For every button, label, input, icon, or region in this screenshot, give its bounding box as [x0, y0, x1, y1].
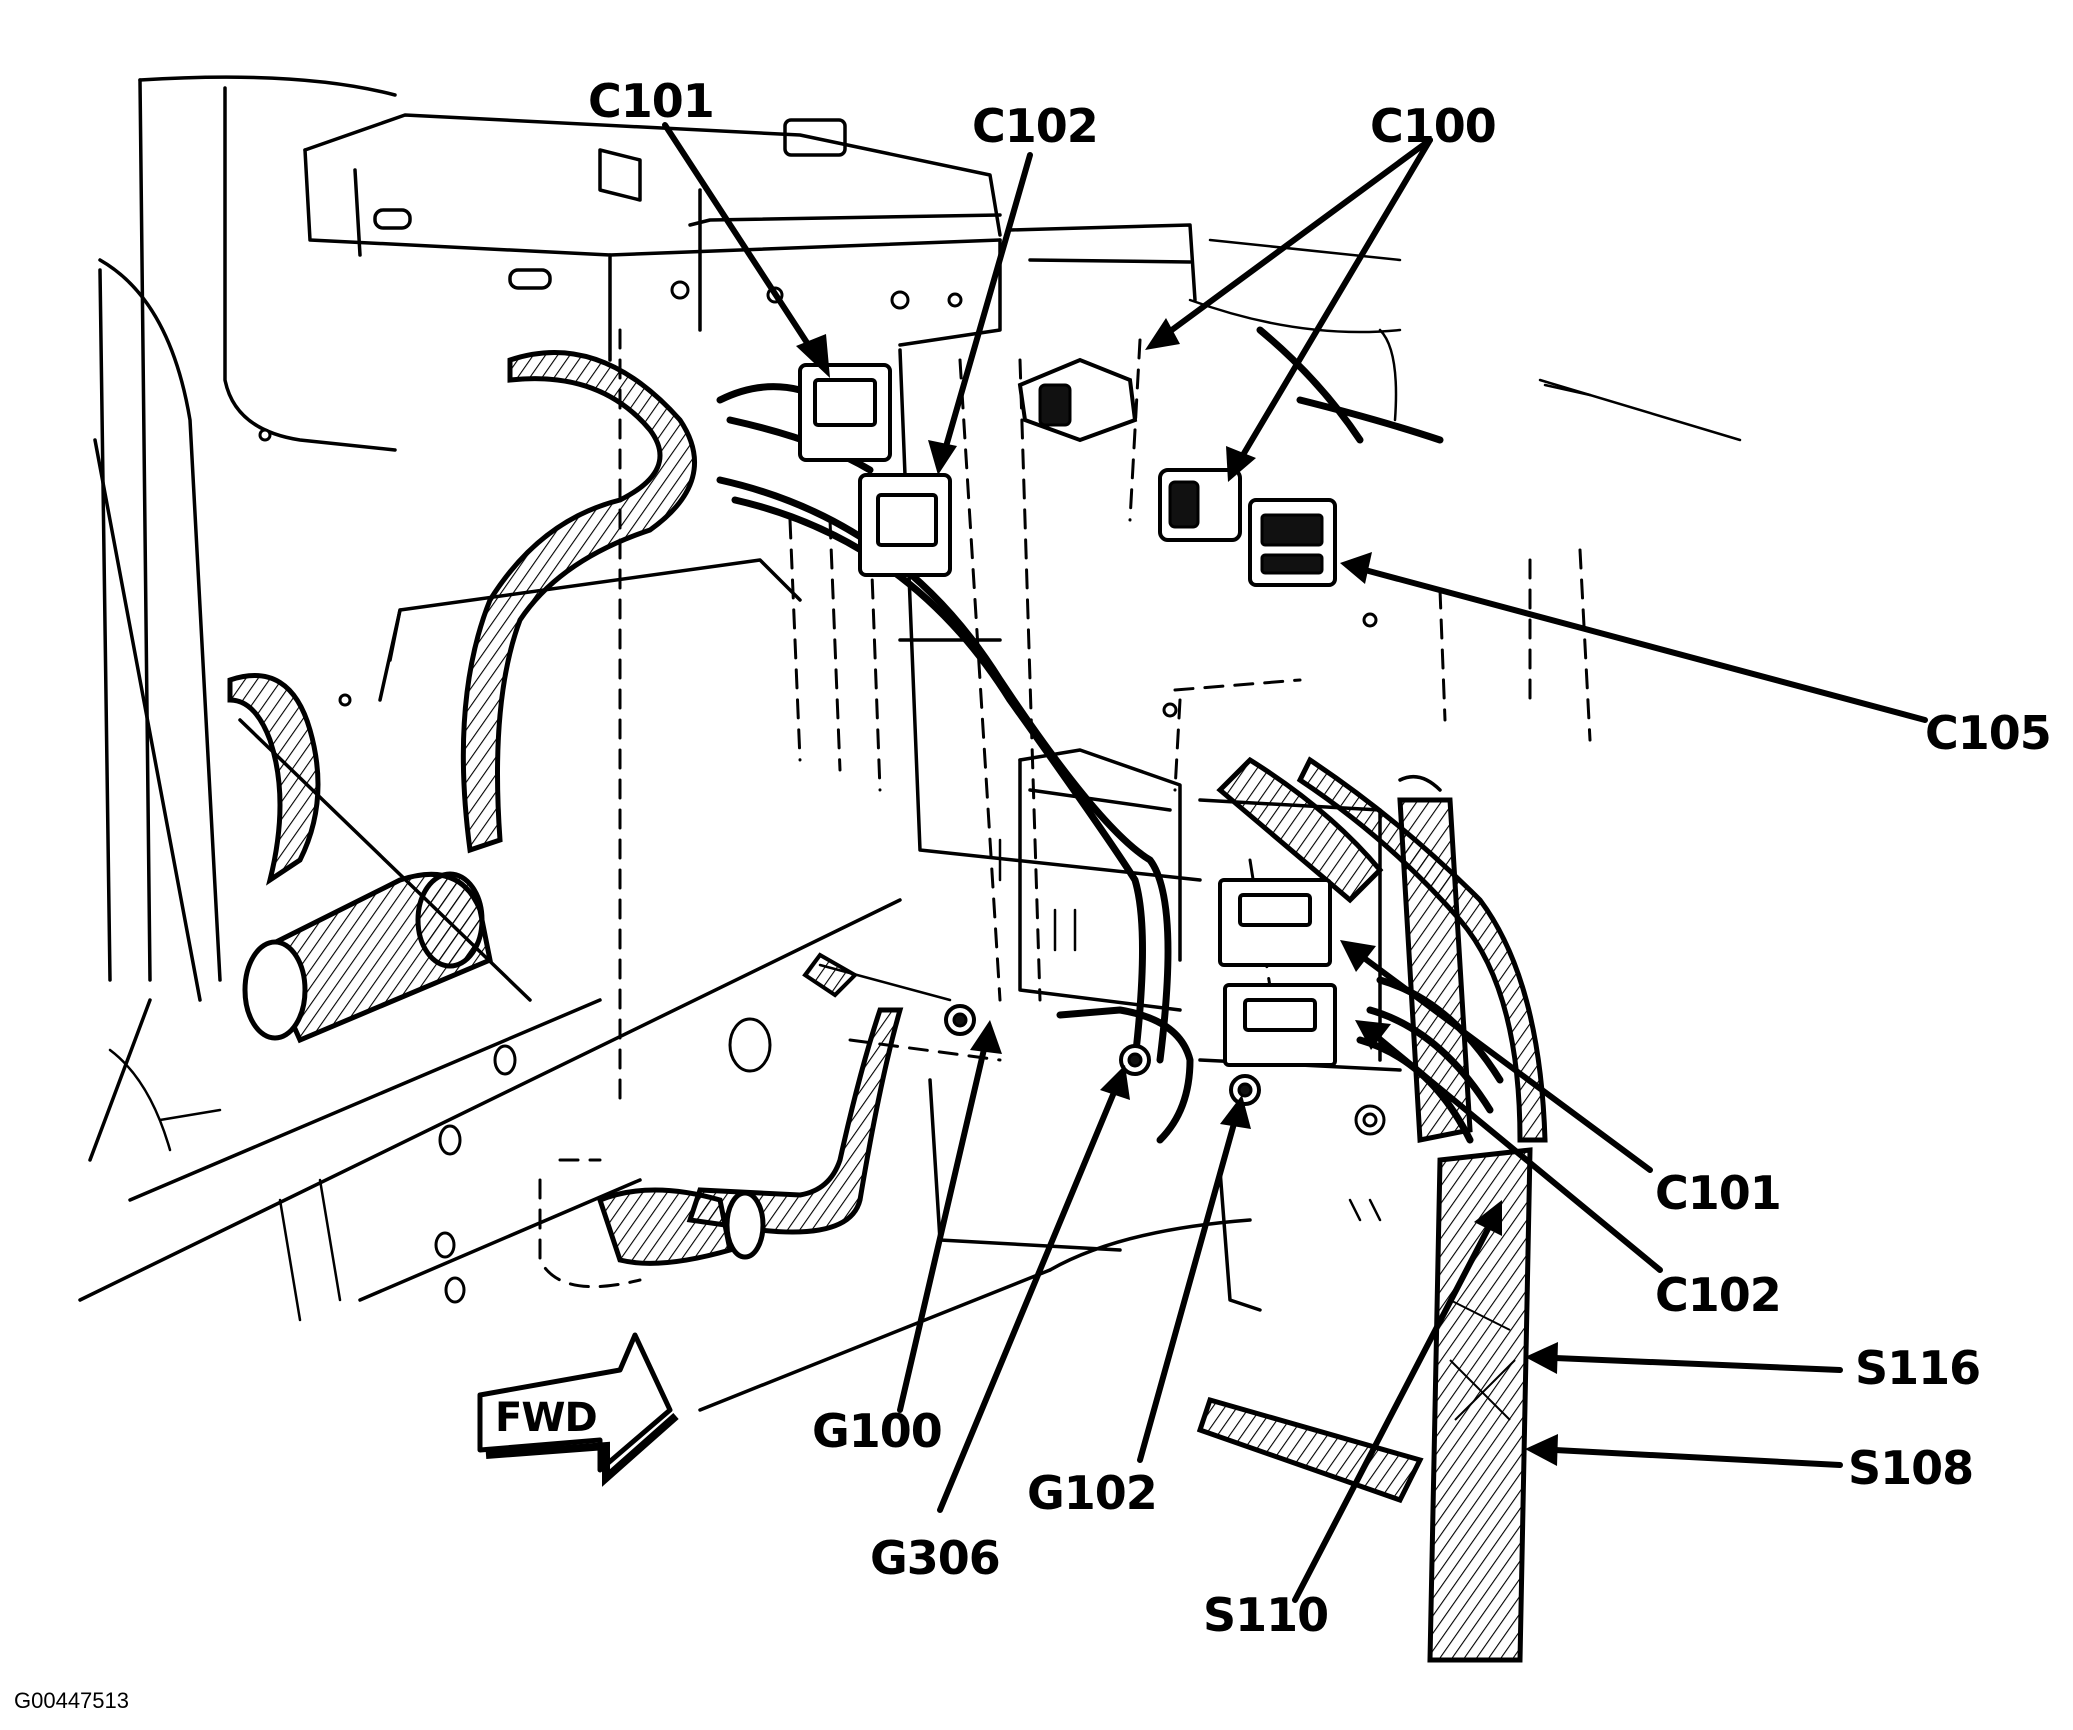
fwd-arrow-shape [477, 1332, 673, 1473]
connector-bodies [798, 357, 1337, 1067]
fender-structure [78, 75, 902, 1322]
label-g100: G100 [812, 1404, 943, 1458]
label-g102: G102 [1027, 1466, 1158, 1520]
core-support [303, 113, 1742, 442]
radiator-hoses [227, 350, 1473, 1504]
label-c100: C100 [1370, 99, 1497, 153]
label-c102-right: C102 [1655, 1268, 1782, 1322]
callout-pointers [662, 122, 1928, 1603]
label-s110: S110 [1203, 1588, 1329, 1642]
fwd-arrow-shadow [485, 1413, 679, 1487]
label-s108: S108 [1848, 1441, 1974, 1495]
figure-id: G00447513 [14, 1688, 129, 1713]
label-c105: C105 [1925, 706, 2052, 760]
fwd-label: FWD [495, 1395, 598, 1441]
label-c102-top: C102 [972, 99, 1099, 153]
label-c101-right: C101 [1655, 1166, 1782, 1220]
label-g306: G306 [870, 1531, 1001, 1585]
label-c101-top: C101 [588, 74, 715, 128]
ground-points [944, 1004, 1261, 1106]
label-s116: S116 [1855, 1341, 1981, 1395]
wiring-harness [716, 326, 1548, 1663]
